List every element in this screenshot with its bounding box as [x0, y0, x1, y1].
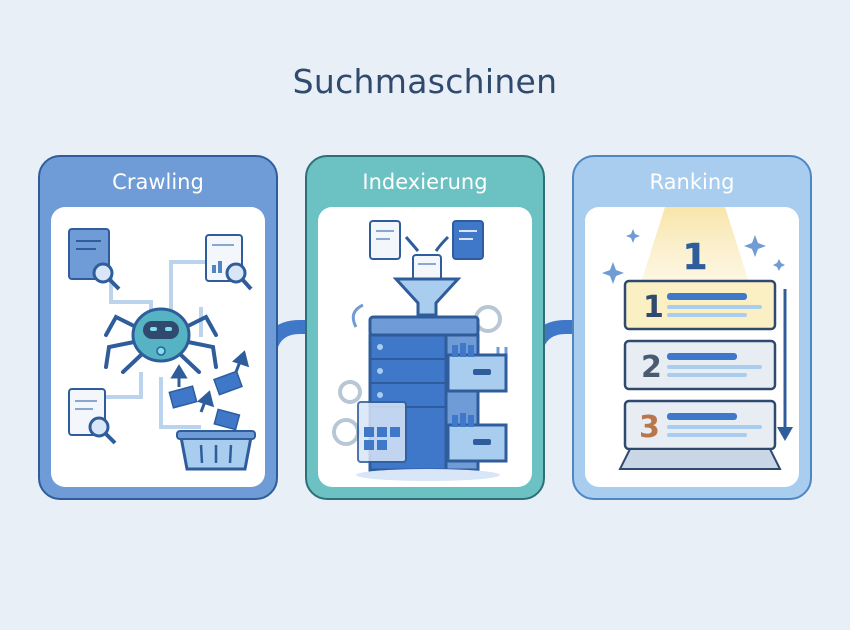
stage-label: Ranking [649, 170, 735, 194]
document-search-icon [68, 388, 117, 445]
file-drawer-icon [446, 343, 508, 463]
stage-indexierung: Indexierung [305, 155, 545, 500]
crawling-illustration [51, 207, 265, 487]
ranking-illustration: 1 1 2 3 [585, 207, 799, 487]
rank-card: 2 [623, 339, 777, 391]
rank-card: 1 [623, 279, 777, 331]
mail-icon [168, 350, 250, 431]
stage-label: Crawling [112, 170, 204, 194]
sparkle-icon [602, 229, 785, 284]
stage-label: Indexierung [362, 170, 488, 194]
rank-number: 1 [643, 290, 664, 325]
document-search-icon [68, 228, 121, 291]
top-rank-number: 1 [682, 237, 707, 278]
rank-number: 2 [641, 350, 662, 385]
arrow-down-icon [777, 289, 793, 441]
stage-ranking: Ranking 1 1 [572, 155, 812, 500]
rank-number: 3 [639, 410, 660, 445]
indexierung-illustration [318, 207, 532, 487]
stage-crawling: Crawling [38, 155, 278, 500]
rank-card: 3 [623, 399, 777, 451]
basket-icon [176, 430, 256, 471]
document-search-icon [205, 234, 253, 291]
spider-robot-icon [104, 307, 218, 374]
page-title: Suchmaschinen [292, 62, 558, 101]
document-icon [369, 220, 484, 282]
funnel-icon [392, 277, 462, 317]
